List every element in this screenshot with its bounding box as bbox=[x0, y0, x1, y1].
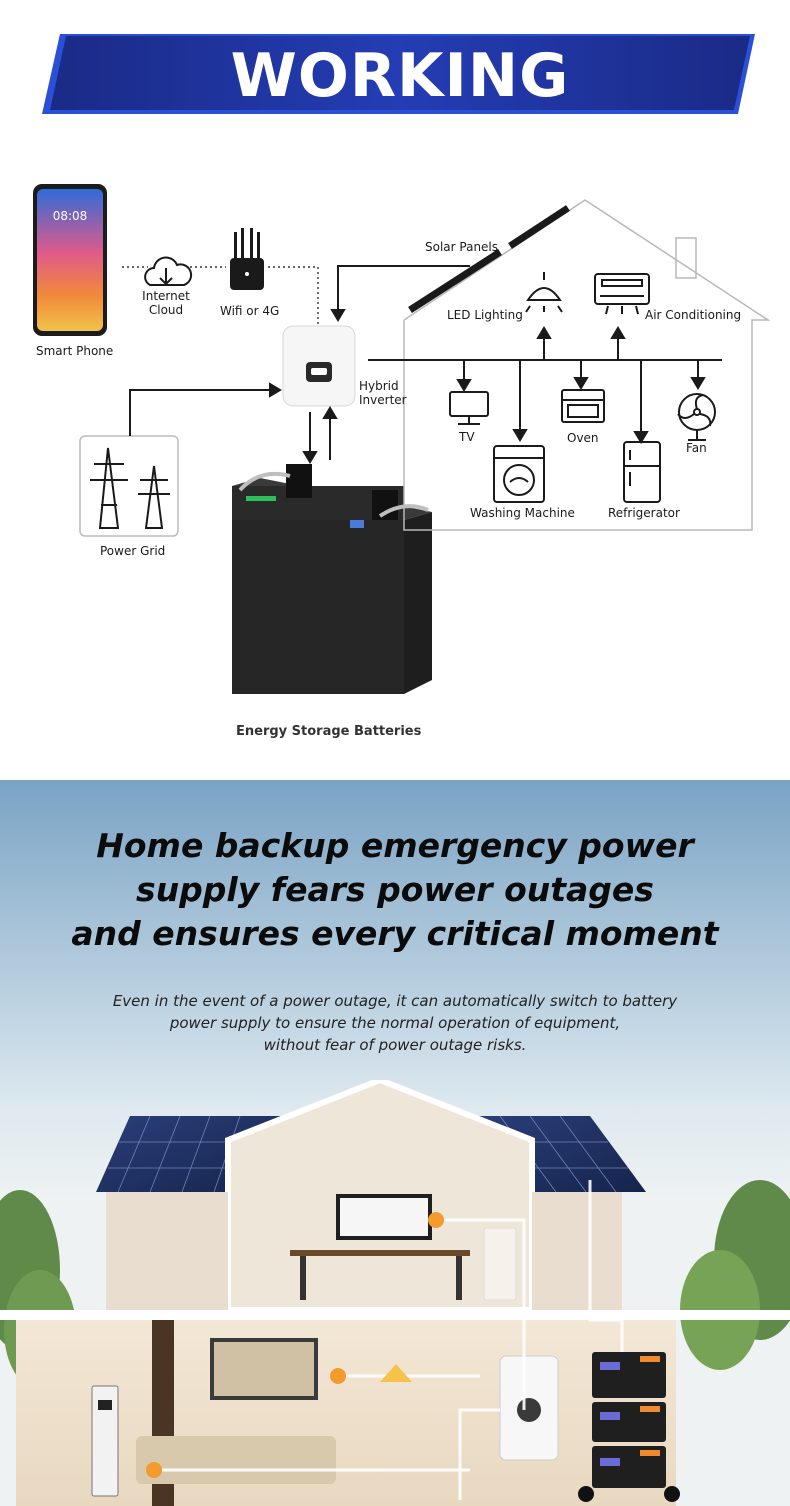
oven-label: Oven bbox=[567, 431, 599, 445]
banner-background bbox=[42, 34, 755, 114]
power-grid-icon bbox=[90, 447, 170, 529]
home-backup-section: Home backup emergency power supply fears… bbox=[0, 780, 790, 1506]
battery-stack bbox=[578, 1352, 680, 1502]
solar-panels-label: Solar Panels bbox=[425, 240, 499, 254]
grid-to-inverter-arrow bbox=[129, 382, 282, 436]
working-principle-diagram: 08:08 bbox=[33, 184, 771, 694]
smart-phone-label: Smart Phone bbox=[36, 344, 114, 358]
power-grid-label: Power Grid bbox=[100, 544, 166, 558]
data-link-lines bbox=[122, 266, 319, 330]
solar-to-inverter-arrow bbox=[330, 265, 470, 322]
washing-machine-label: Washing Machine bbox=[470, 506, 575, 520]
cloud-icon bbox=[144, 256, 193, 286]
living-room bbox=[91, 1320, 336, 1506]
inverter-battery-arrows bbox=[302, 406, 338, 464]
power-flow-dots bbox=[146, 1212, 444, 1478]
led-lighting-label: LED Lighting bbox=[447, 308, 523, 322]
air-conditioner-icon bbox=[594, 273, 650, 315]
phone-time: 08:08 bbox=[53, 209, 88, 223]
smart-phone-icon: 08:08 bbox=[33, 184, 107, 336]
tv-icon bbox=[449, 391, 489, 425]
power-grid-panel bbox=[79, 435, 179, 537]
house-bus bbox=[368, 326, 722, 444]
refrigerator-icon bbox=[623, 441, 661, 503]
trees-right bbox=[680, 1180, 790, 1370]
oven-icon bbox=[561, 389, 605, 423]
tv-label: TV bbox=[459, 430, 475, 444]
wifi-label: Wifi or 4G bbox=[220, 304, 280, 318]
led-lamp-icon bbox=[525, 272, 563, 313]
washing-machine-icon bbox=[493, 445, 545, 503]
house-outline bbox=[403, 199, 771, 531]
batteries-label: Energy Storage Batteries bbox=[236, 724, 422, 739]
power-flow-lines bbox=[154, 1180, 624, 1500]
refrigerator-label: Refrigerator bbox=[608, 506, 680, 520]
pendant-lamp-icon bbox=[380, 1364, 412, 1382]
wall-inverter bbox=[499, 1355, 559, 1461]
office-furniture bbox=[290, 1194, 517, 1301]
fan-label: Fan bbox=[686, 441, 707, 455]
fan-icon bbox=[677, 393, 716, 441]
home-scene-illustration bbox=[0, 1080, 790, 1506]
solar-panels-icon bbox=[408, 205, 570, 313]
working-principle-section: WORKING PRINCIPLE 08:08 bbox=[33, 34, 771, 739]
wifi-router-icon bbox=[230, 228, 264, 290]
backup-description: Even in the event of a power outage, it … bbox=[112, 992, 678, 1054]
backup-headline: Home backup emergency power supply fears… bbox=[71, 826, 719, 953]
hybrid-inverter-icon bbox=[282, 325, 356, 407]
air-conditioning-label: Air Conditioning bbox=[645, 308, 742, 322]
battery-icon bbox=[232, 464, 432, 694]
banner-title: WORKING PRINCIPLE bbox=[219, 41, 581, 187]
